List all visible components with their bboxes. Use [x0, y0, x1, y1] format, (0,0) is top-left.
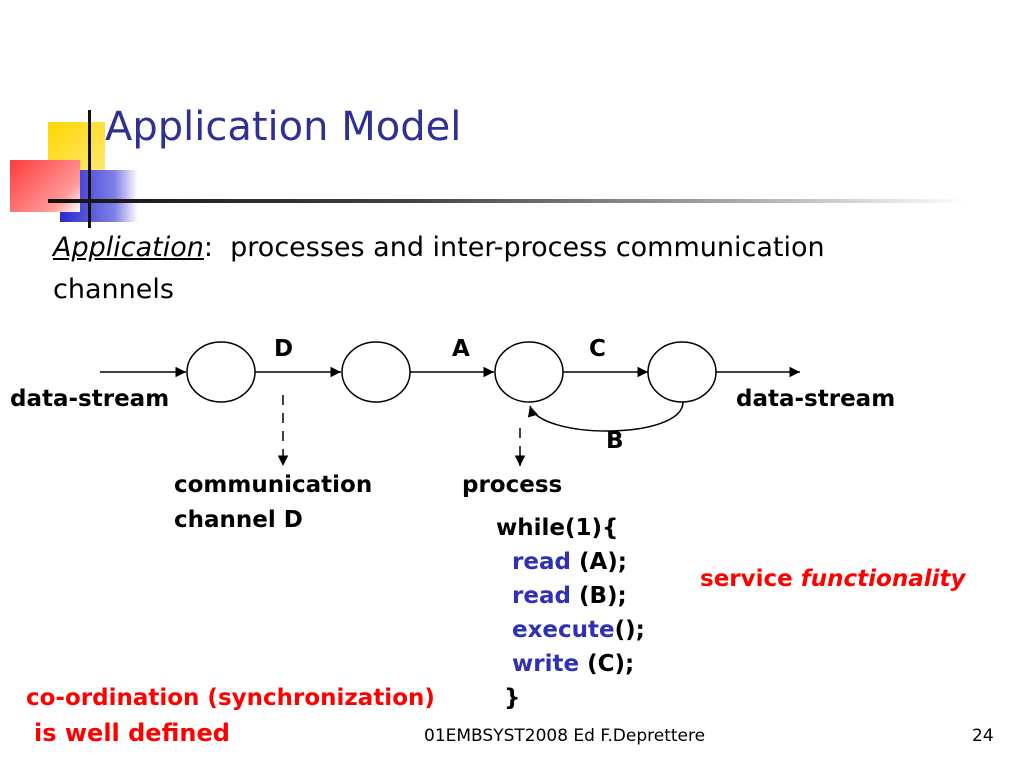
- channel-label-b: B: [606, 428, 624, 454]
- output-stream-label: data-stream: [736, 386, 896, 412]
- process-node-2: [341, 341, 411, 403]
- communication-label-line-2: channel D: [174, 507, 303, 533]
- service-functionality-note: service functionality: [700, 566, 965, 592]
- page-title: Application Model: [105, 104, 462, 150]
- page-number: 24: [972, 726, 994, 746]
- code-line-while: while(1){: [496, 515, 619, 541]
- code-keyword-write: write: [512, 651, 580, 677]
- channel-label-d: D: [274, 336, 294, 362]
- decor-red-square: [10, 160, 80, 212]
- channel-label-c: C: [589, 336, 606, 362]
- code-line-execute: execute();: [512, 617, 645, 643]
- code-arg-read-b: (B);: [570, 583, 627, 609]
- channel-b-arrow: [527, 401, 684, 432]
- application-term: Application: [53, 232, 204, 263]
- coordination-note-line-1: co-ordination (synchronization): [26, 685, 435, 711]
- process-node-3: [494, 341, 564, 403]
- intro-line-2: channels: [53, 274, 174, 305]
- code-line-read-b: read (B);: [512, 583, 627, 609]
- code-keyword-read-a: read: [512, 549, 571, 575]
- code-line-write: write (C);: [512, 651, 634, 677]
- footer-text: 01EMBSYST2008 Ed F.Deprettere: [424, 726, 706, 746]
- decor-vertical-line: [88, 110, 91, 228]
- title-underline: [48, 199, 968, 203]
- code-keyword-read-b: read: [512, 583, 571, 609]
- code-arg-execute: ();: [614, 617, 645, 643]
- coordination-note-line-2: is well defined: [34, 719, 230, 747]
- intro-separator: :: [203, 232, 213, 263]
- communication-label-line-1: communication: [174, 472, 373, 498]
- process-label: process: [462, 472, 563, 498]
- service-prefix: service: [700, 566, 801, 592]
- intro-line-1-rest: processes and inter-process communicatio…: [230, 232, 825, 263]
- code-arg-read-a: (A);: [570, 549, 627, 575]
- code-line-read-a: read (A);: [512, 549, 627, 575]
- input-stream-label: data-stream: [10, 386, 170, 412]
- code-line-close: }: [504, 685, 521, 711]
- service-emphasis: functionality: [800, 566, 966, 592]
- process-node-1: [186, 341, 256, 403]
- code-keyword-execute: execute: [512, 617, 615, 643]
- channel-label-a: A: [452, 336, 470, 362]
- code-arg-write: (C);: [579, 651, 635, 677]
- process-node-4: [647, 341, 717, 403]
- intro-line-1: Application: processes and inter-process…: [53, 232, 825, 263]
